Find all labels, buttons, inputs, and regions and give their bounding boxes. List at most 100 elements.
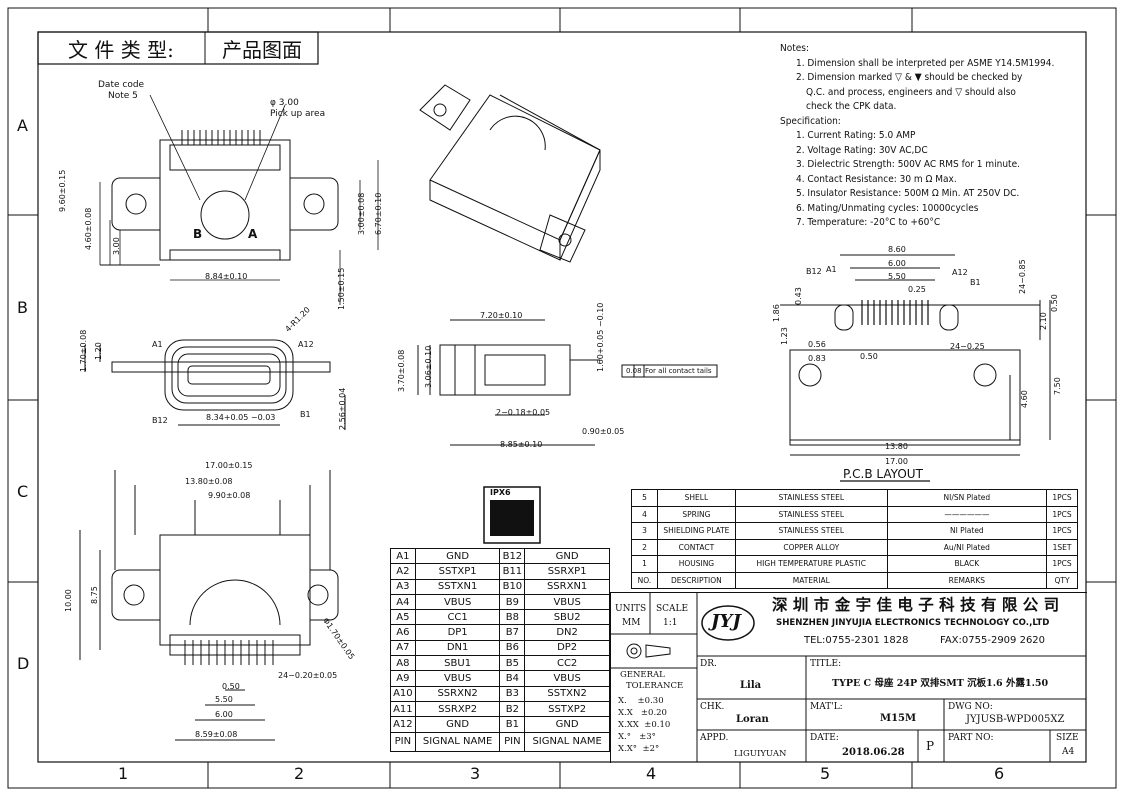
doc-type-label: 文 件 类 型:	[68, 38, 174, 62]
pin-a1-label: A1	[152, 340, 163, 349]
outer-border	[7, 7, 1117, 789]
pin-cell: B4	[499, 670, 526, 687]
header-box	[37, 31, 319, 65]
spec-heading: Specification:	[780, 115, 841, 127]
chk-label: CHK.	[700, 702, 725, 712]
tol-row-4: X.° ±3°	[618, 732, 656, 742]
dim-0-90: 0.90±0.05	[582, 427, 625, 436]
pin-cell: DN1	[414, 639, 501, 657]
pickup-dia-label: φ 3.00	[270, 98, 299, 108]
dim-5-50: 5.50	[215, 695, 233, 704]
pin-cell: DN2	[524, 624, 610, 641]
bom-cell: 3	[631, 522, 658, 540]
pin-cell: SSRXP1	[524, 563, 610, 580]
pcb-dim-6-00: 6.00	[888, 259, 906, 268]
bom-cell: 1PCS	[1046, 505, 1078, 523]
spec-7: 7. Temperature: -20°C to +60°C	[796, 217, 941, 228]
pcb-dim-0-25: 0.25	[908, 285, 926, 294]
matl-value: M15M	[880, 713, 917, 724]
dim-9-60: 9.60±0.15	[58, 169, 67, 212]
zone-ticks	[8, 8, 1116, 788]
revision-letter: P	[926, 739, 935, 753]
side-view	[417, 319, 600, 446]
pin-b1-label: B1	[300, 410, 311, 419]
pcb-dim-24-0-25: 24−0.25	[950, 342, 985, 351]
dim-8-59: 8.59±0.08	[195, 730, 238, 739]
dim-8-84: 8.84±0.10	[205, 272, 248, 281]
bom-cell: SHELL	[656, 489, 736, 507]
dim-8-75: 8.75	[90, 586, 99, 604]
bottom-view-pins	[184, 640, 274, 665]
dim-8-85: 8.85±0.10	[500, 440, 543, 449]
pin-header-cell: SIGNAL NAME	[414, 731, 501, 752]
dim-3-06: 3.06±0.10	[424, 345, 433, 388]
note-2: 2. Dimension marked ▽ & ▼ should be chec…	[796, 72, 1023, 83]
bom-header-cell: QTY	[1046, 571, 1078, 589]
col-number-1: 1	[118, 764, 129, 783]
date-label: DATE:	[810, 733, 839, 743]
pin-cell: SSRXN2	[414, 685, 501, 702]
pin-cell: GND	[524, 716, 610, 733]
part-no-label: PART NO:	[948, 733, 994, 743]
bom-cell: 5	[631, 489, 658, 507]
bom-cell: HIGH TEMPERATURE PLASTIC	[734, 555, 888, 573]
pin-cell: A12	[390, 716, 416, 733]
pcb-dim-0-83: 0.83	[808, 354, 826, 363]
pin-header-cell: PIN	[390, 731, 416, 752]
pin-cell: B5	[499, 655, 526, 672]
chk-value: Loran	[736, 714, 769, 725]
dwg-label: DWG NO:	[948, 702, 993, 712]
dim-7-20: 7.20±0.10	[480, 311, 523, 320]
pcb-dim-0-43: 0.43	[794, 287, 803, 305]
pin-cell: B1	[499, 716, 526, 733]
pcb-pads	[861, 300, 929, 325]
pin-a12-label: A12	[298, 340, 314, 349]
date-value: 2018.06.28	[842, 747, 905, 758]
pin-b12-label: B12	[152, 416, 168, 425]
dim-8-34: 8.34+0.05 −0.03	[206, 413, 276, 422]
pcb-dim-13-80: 13.80	[885, 442, 908, 451]
pcb-dim-24-0-85: 24−0.85	[1018, 259, 1027, 294]
dim-2-56: 2.56±0.04	[338, 387, 347, 430]
note-2-cont: Q.C. and process, engineers and ▽ should…	[806, 86, 1016, 98]
pin-cell: A4	[390, 593, 416, 611]
pcb-dim-17-00: 17.00	[885, 457, 908, 466]
col-number-2: 2	[294, 764, 305, 783]
pin-cell: A2	[390, 563, 416, 580]
dim-10-00: 10.00	[64, 589, 73, 612]
bom-header-cell: DESCRIPTION	[656, 571, 736, 589]
company-fax: FAX:0755-2909 2620	[940, 635, 1046, 646]
pcb-dim-4-60: 4.60	[1020, 390, 1029, 408]
pin-cell: CC1	[414, 609, 501, 626]
pin-cell: SSTXN2	[524, 685, 610, 702]
bom-cell: 1SET	[1046, 538, 1078, 556]
ipx6-icon	[490, 500, 534, 536]
bom-cell: HOUSING	[656, 555, 736, 573]
flatness-frame	[621, 364, 718, 378]
tolerance-label: TOLERANCE	[626, 681, 684, 691]
bom-cell: 1PCS	[1046, 522, 1078, 540]
bom-cell: 1	[631, 555, 658, 573]
pcb-dim-0-50-right: 0.50	[1050, 294, 1059, 312]
dim-3-00: 3.00	[112, 237, 121, 255]
bom-cell: 2	[631, 538, 658, 556]
pin-header-cell: SIGNAL NAME	[524, 731, 610, 752]
pin-cell: SSTXP1	[414, 563, 501, 580]
dr-value: Lila	[740, 680, 762, 691]
spec-6: 6. Mating/Unmating cycles: 10000cycles	[796, 202, 979, 214]
pickup-area-label: Pick up area	[270, 109, 326, 119]
pcb-dim-5-50: 5.50	[888, 272, 906, 281]
bom-header-cell: MATERIAL	[734, 571, 888, 589]
tol-row-3: X.XX ±0.10	[618, 720, 671, 730]
pin-cell: A7	[390, 639, 416, 657]
pin-cell: SSRXP2	[414, 700, 501, 718]
